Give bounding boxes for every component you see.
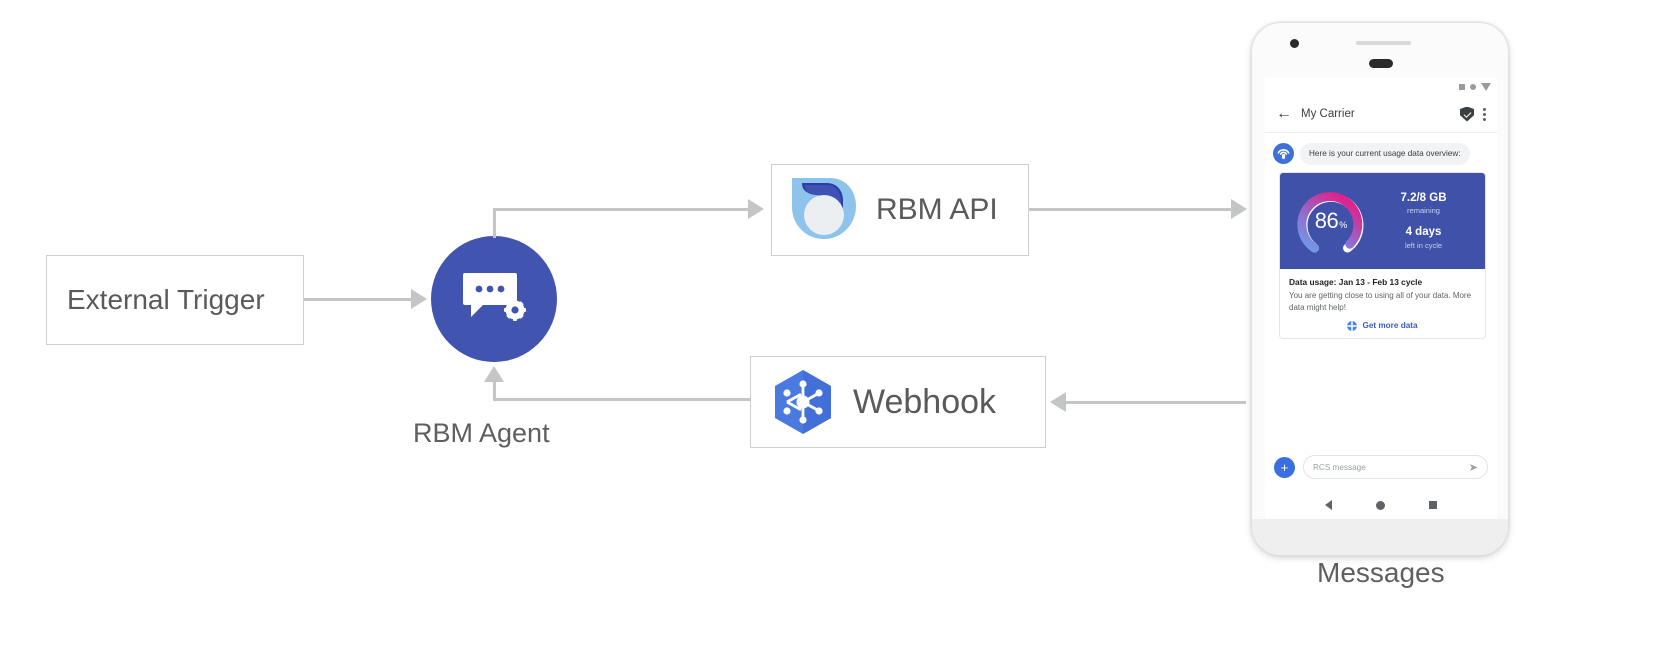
status-bar	[1265, 77, 1497, 96]
phone-screen: ← My Carrier	[1265, 77, 1497, 520]
messages-label: Messages	[1317, 557, 1445, 588]
rcs-message-placeholder: RCS message	[1313, 462, 1366, 472]
arrowhead-webhook-to-agent	[484, 366, 504, 382]
rcs-message-input[interactable]: RCS message ➤	[1303, 455, 1488, 479]
arrowhead-rbmapi-to-phone	[1231, 199, 1247, 219]
arrowhead-trigger-to-agent	[411, 289, 427, 309]
external-trigger-label: External Trigger	[67, 284, 265, 315]
connector-agent-up-from-webhook	[493, 382, 496, 400]
gauge-percent-symbol: %	[1339, 219, 1348, 230]
rbm-api-label: RBM API	[876, 193, 998, 226]
stat-data-remaining-value: 7.2/8 GB	[1400, 191, 1447, 204]
square-icon	[1459, 83, 1465, 90]
rbm-agent-node[interactable]	[431, 236, 557, 362]
gauge-percent-value: 86	[1314, 207, 1339, 233]
incoming-message-bubble: Here is your current usage data overview…	[1300, 143, 1470, 165]
android-nav-bar	[1265, 490, 1497, 520]
stat-days-left-value: 4 days	[1405, 226, 1442, 239]
app-bar: ← My Carrier	[1265, 96, 1497, 133]
connector-agent-to-rbmapi	[493, 208, 748, 211]
earpiece-grill	[1356, 41, 1411, 45]
globe-icon	[1347, 320, 1358, 331]
sensor-strip	[1369, 59, 1393, 68]
conversation-area: Here is your current usage data overview…	[1265, 133, 1497, 473]
webhook-node[interactable]: Webhook	[750, 356, 1046, 448]
card-body: Data usage: Jan 13 - Feb 13 cycle You ar…	[1280, 269, 1485, 338]
rich-card[interactable]: 86 % 7.2/8 GB remaining 4 days left in c…	[1279, 171, 1486, 339]
conversation-title: My Carrier	[1301, 108, 1355, 120]
circle-icon	[1470, 83, 1476, 90]
card-description: You are getting close to using all of yo…	[1289, 290, 1472, 312]
phone-device: ← My Carrier	[1251, 22, 1509, 556]
back-arrow-icon[interactable]: ←	[1276, 105, 1292, 122]
hero-stats: 7.2/8 GB remaining 4 days left in cycle	[1370, 192, 1485, 251]
nav-home-icon[interactable]	[1376, 500, 1385, 510]
verified-shield-icon	[1460, 106, 1474, 122]
connector-agent-up	[493, 208, 496, 238]
nav-back-icon[interactable]	[1325, 500, 1332, 510]
connector-phone-to-webhook	[1066, 401, 1246, 404]
stat-days-left-label: left in cycle	[1404, 241, 1443, 251]
message-composer: + RCS message ➤	[1265, 448, 1497, 486]
connector-webhook-to-agent	[493, 398, 751, 401]
plus-icon[interactable]: +	[1274, 456, 1295, 478]
kebab-menu-icon[interactable]	[1483, 107, 1486, 121]
phone-chin	[1252, 519, 1508, 555]
card-hero: 86 % 7.2/8 GB remaining 4 days left in c…	[1280, 172, 1485, 269]
rbm-droplet-icon	[792, 178, 856, 239]
message-row: Here is your current usage data overview…	[1273, 143, 1489, 165]
stat-data-remaining-label: remaining	[1407, 206, 1440, 216]
usage-gauge: 86 %	[1292, 182, 1370, 260]
arrowhead-agent-to-rbmapi	[748, 199, 764, 219]
rbm-api-node[interactable]: RBM API	[771, 164, 1029, 256]
rcs-agent-icon	[1273, 143, 1294, 164]
chat-gear-icon	[463, 273, 526, 321]
webhook-label: Webhook	[853, 382, 997, 421]
send-icon[interactable]: ➤	[1468, 461, 1478, 474]
rbm-agent-label: RBM Agent	[413, 418, 550, 448]
nav-recents-icon[interactable]	[1429, 501, 1437, 509]
connector-trigger-to-agent	[304, 298, 411, 301]
front-camera-icon	[1290, 39, 1299, 48]
arrowhead-phone-to-webhook	[1050, 392, 1066, 412]
card-title: Data usage: Jan 13 - Feb 13 cycle	[1289, 276, 1423, 287]
get-more-data-button[interactable]: Get more data	[1289, 320, 1476, 331]
cloud-functions-hexagon-icon	[775, 370, 831, 434]
gauge-percent: 86 %	[1292, 182, 1370, 260]
get-more-data-label: Get more data	[1362, 321, 1418, 331]
triangle-down-icon	[1481, 82, 1491, 91]
connector-rbmapi-to-phone	[1029, 208, 1231, 211]
external-trigger-node[interactable]: External Trigger	[46, 255, 304, 345]
